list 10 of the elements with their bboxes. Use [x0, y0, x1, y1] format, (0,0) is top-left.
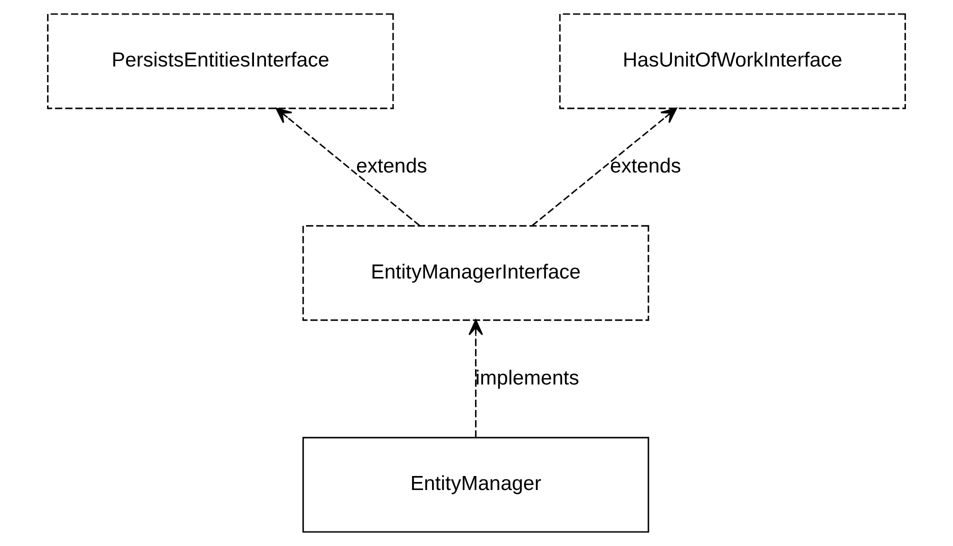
- arrow: [532, 108, 678, 226]
- node-box: EntityManager: [302, 436, 650, 533]
- node-box: HasUnitOfWorkInterface: [559, 13, 906, 110]
- edge-label: extends: [356, 155, 428, 178]
- edge-label: implements: [475, 367, 580, 390]
- arrow: [468, 319, 484, 438]
- node-box: EntityManagerInterface: [302, 225, 650, 321]
- edge-label: extends: [610, 155, 682, 178]
- arrow: [276, 108, 420, 226]
- node-box: PersistsEntitiesInterface: [47, 13, 394, 110]
